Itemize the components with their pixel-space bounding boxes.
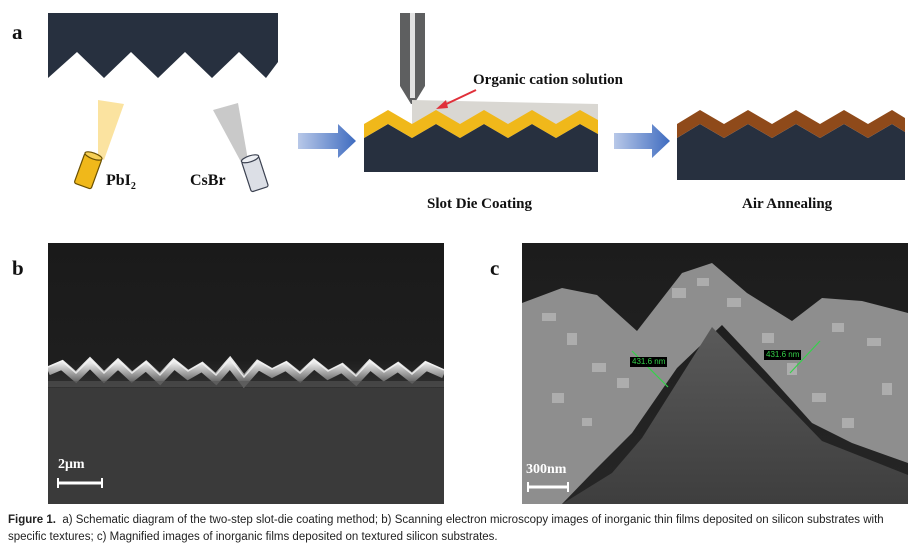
sem-image-cross-section: 2μm	[48, 243, 444, 504]
silicon-pyramid	[562, 327, 908, 504]
perovskite-layer	[677, 110, 905, 138]
scale-bar-c	[527, 482, 569, 492]
caption-text: a) Schematic diagram of the two-step slo…	[8, 514, 884, 543]
scale-bar-label-c: 300nm	[526, 462, 567, 477]
csbr-vapor-cone	[213, 103, 248, 162]
pbi2-crucible-icon	[74, 151, 103, 190]
panel-letter-c: c	[490, 256, 500, 280]
coating-substrate	[364, 124, 598, 172]
panel-letter-a: a	[12, 20, 23, 44]
solution-pointer-arrow	[439, 89, 477, 108]
measurement-label-left: 431.6 nm	[630, 357, 668, 367]
scale-bar-b	[57, 478, 103, 488]
panel-letter-b: b	[12, 256, 24, 280]
organic-solution-label: Organic cation solution	[473, 72, 624, 88]
crystal-film-layer	[522, 263, 908, 504]
air-annealing-label: Air Annealing	[742, 196, 833, 212]
slot-die-coating-label: Slot Die Coating	[427, 196, 532, 212]
csbr-label: CsBr	[190, 172, 226, 189]
figure-caption: Figure 1. a) Schematic diagram of the tw…	[8, 512, 913, 546]
measure-line-right	[789, 340, 821, 374]
process-arrow-2	[614, 124, 670, 158]
pbi2-layer	[364, 110, 598, 138]
sem-image-magnified: 431.6 nm 431.6 nm 300nm	[522, 243, 908, 504]
csbr-crucible-icon	[240, 154, 269, 193]
pbi2-label: PbI2	[106, 172, 136, 193]
annealed-substrate	[677, 124, 905, 180]
pbi2-vapor-cone	[98, 100, 124, 160]
organic-solution-layer	[412, 100, 598, 150]
scale-bar-label-b: 2μm	[58, 457, 85, 472]
slot-die-head	[400, 13, 425, 104]
figure-label: Figure 1.	[8, 514, 56, 526]
measurement-label-right: 431.6 nm	[764, 350, 802, 360]
